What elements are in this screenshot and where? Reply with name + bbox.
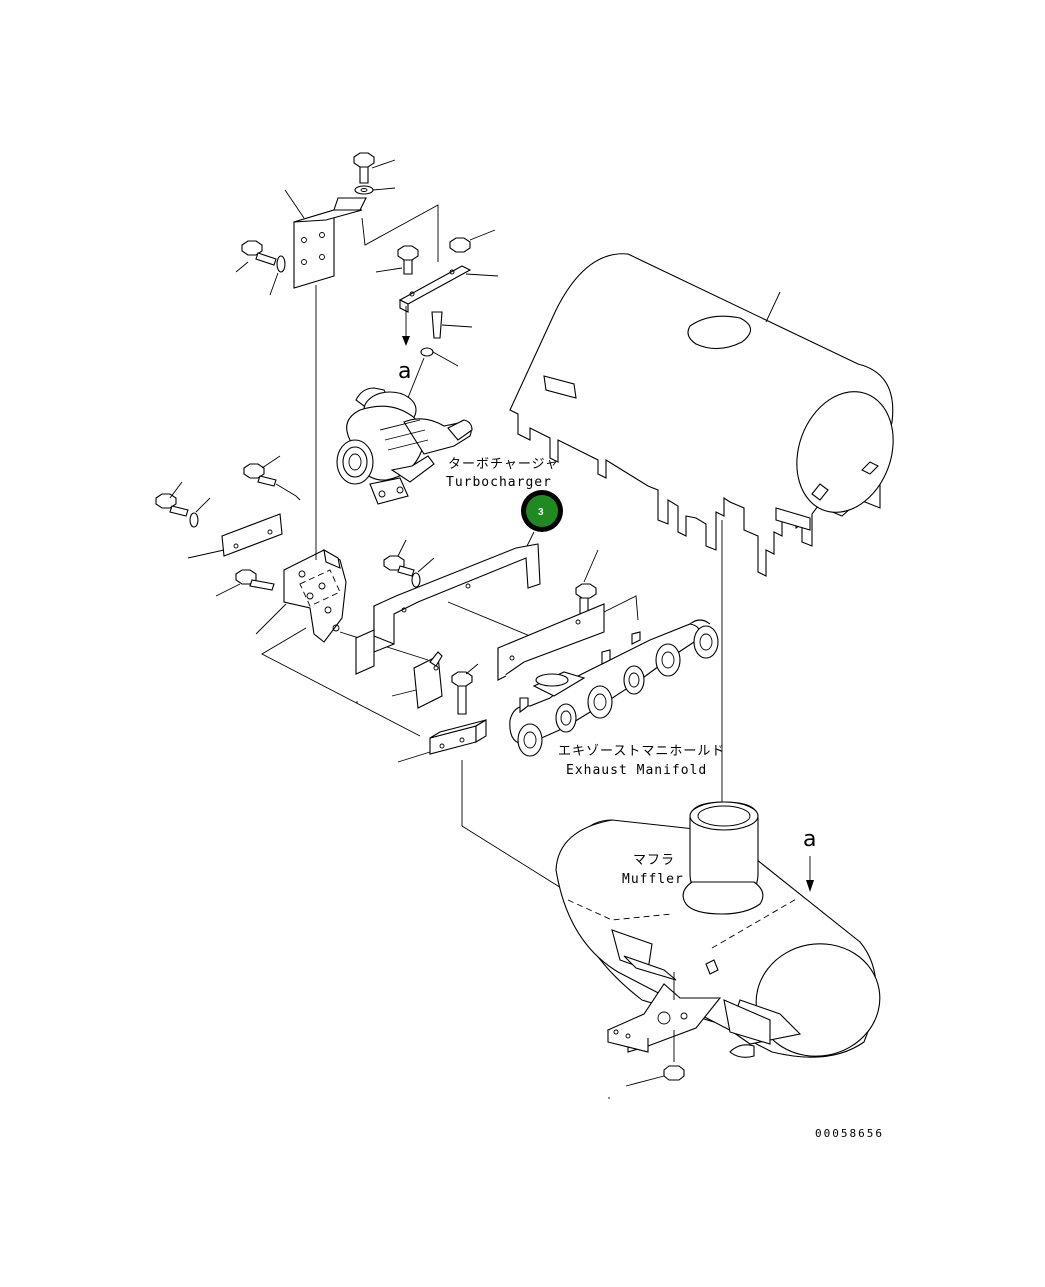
muffler-label-en: Muffler <box>622 872 684 887</box>
bottom-nut <box>608 1065 685 1099</box>
view-arrow-down-icon <box>806 880 814 892</box>
small-washer <box>420 347 459 367</box>
top-bolt <box>353 152 396 184</box>
left-bolt-washer <box>235 240 286 296</box>
upper-bracket-group: a <box>235 152 499 431</box>
exhaust-manifold-label-jp: エキゾーストマニホールド <box>558 744 725 759</box>
stud <box>431 311 473 339</box>
muffler[interactable] <box>555 801 889 1066</box>
callout-3[interactable]: 3 <box>521 490 563 532</box>
turbo-bracket-plate <box>398 265 499 346</box>
turbocharger-label-jp: ターボチャージャ <box>448 457 559 472</box>
turbo-bracket-nut <box>449 229 496 253</box>
muffler-label-jp: マフラ <box>633 853 675 868</box>
view-marker-a-lower: a <box>803 827 816 852</box>
turbo-bracket-bolt <box>375 245 419 275</box>
middle-bracket-group <box>355 539 591 907</box>
top-washer <box>354 185 396 195</box>
turbocharger-label-en: Turbocharger <box>446 475 552 490</box>
vertical-bracket-plate <box>284 189 367 289</box>
turbocharger[interactable] <box>336 387 473 505</box>
view-marker-a-upper: a <box>398 359 411 384</box>
callout-number: 3 <box>538 507 544 518</box>
manifold-bracket <box>497 549 639 682</box>
drawing-number: 00058656 <box>815 1127 884 1140</box>
left-bracket-group <box>155 285 429 737</box>
exhaust-manifold-label-en: Exhaust Manifold <box>566 763 707 778</box>
upper-muffler-shield[interactable] <box>509 253 909 577</box>
exhaust-manifold[interactable] <box>509 619 719 757</box>
